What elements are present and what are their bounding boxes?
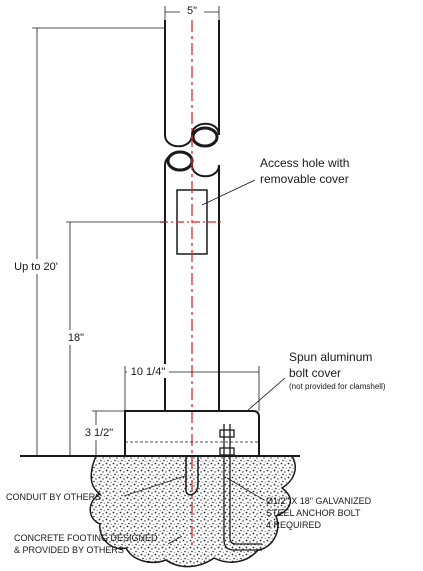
access-hole-callout-line1: Access hole with — [260, 156, 349, 170]
concrete-footing — [89, 455, 296, 568]
pole-break-ellipse-lower — [166, 150, 194, 172]
conduit-callout: CONDUIT BY OTHERS — [6, 492, 101, 502]
anchor-bolt-shaft — [223, 424, 262, 551]
dim-diameter-label: 5" — [187, 5, 197, 17]
dim-cover-height-label: 3 1/2" — [85, 427, 113, 439]
bolt-cover-callout-note: (not provided for clamshell) — [289, 382, 386, 391]
conduit — [185, 456, 199, 496]
conduit-leader — [123, 475, 186, 497]
access-hole-leader — [201, 179, 256, 206]
bolt-cover-callout-line1: Spun aluminum — [289, 350, 372, 364]
bolt-cover-leader — [246, 377, 286, 412]
bolt-cover — [124, 410, 260, 456]
anchor-bolt-nut-top — [219, 429, 235, 438]
anchor-bolt-callout-line3: 4 REQUIRED — [266, 520, 322, 530]
access-hole-callout-line2: removable cover — [260, 172, 349, 186]
footing-callout-line1: CONCRETE FOOTING DESIGNED — [14, 533, 158, 543]
anchor-bolt-nut-bottom — [219, 447, 235, 456]
dim-overall-label: Up to 20' — [14, 261, 58, 273]
dim-hole-label: 18" — [68, 332, 84, 344]
anchor-bolt-callout-line2: STEEL ANCHOR BOLT — [266, 508, 361, 518]
bolt-cover-callout-line2: bolt cover — [289, 366, 341, 380]
anchor-bolt-leader — [226, 477, 265, 501]
footing-callout-line2: & PROVIDED BY OTHERS — [14, 545, 124, 555]
dim-cover-width-label: 10 1/4" — [131, 366, 166, 378]
anchor-bolt-callout-line1: Ø1/2" X 18" GALVANIZED — [266, 496, 372, 506]
footing-leader — [167, 535, 183, 545]
pole-break-ellipse-upper — [191, 126, 219, 148]
